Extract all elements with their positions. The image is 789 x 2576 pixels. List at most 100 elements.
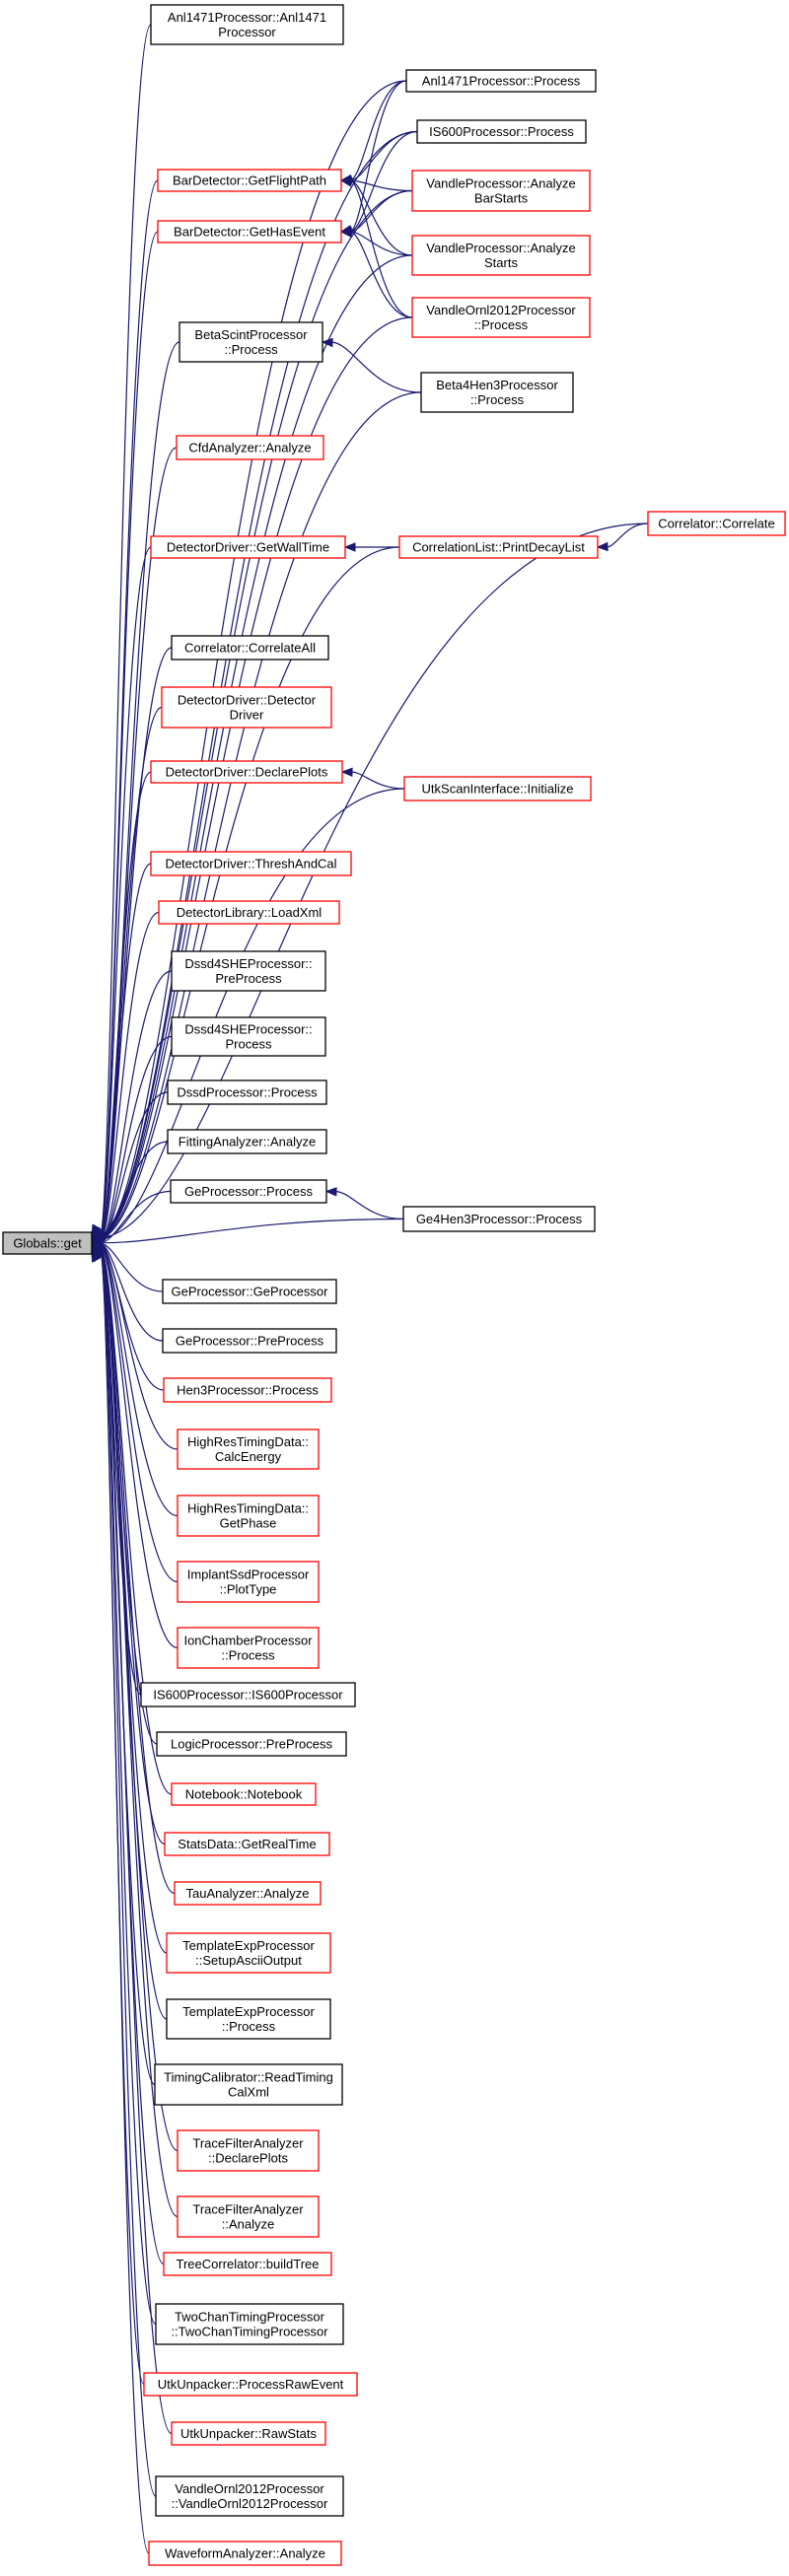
node-correlator-correlateall[interactable]: Correlator::CorrelateAll xyxy=(171,635,329,661)
node-anl1471processor-anl1471-processor[interactable]: Anl1471Processor::Anl1471Processor xyxy=(150,4,344,45)
edge-line xyxy=(100,1243,164,1342)
edge-line xyxy=(606,522,649,548)
node-label-line: VandleOrnl2012Processor xyxy=(175,2481,324,2496)
node-utkscaninterface-initialize[interactable]: UtkScanInterface::Initialize xyxy=(403,776,592,801)
node-box xyxy=(411,235,591,276)
node-betascintprocessor-process[interactable]: BetaScintProcessor::Process xyxy=(179,321,323,363)
node-cfdanalyzer-analyze[interactable]: CfdAnalyzer::Analyze xyxy=(176,435,324,460)
node-treecorrelator-buildtree[interactable]: TreeCorrelator::buildTree xyxy=(163,2252,332,2276)
node-detectordriver-getwalltime[interactable]: DetectorDriver::GetWallTime xyxy=(150,535,346,559)
node-label-line: ::Process xyxy=(222,2019,276,2034)
node-notebook-notebook[interactable]: Notebook::Notebook xyxy=(171,1782,317,1806)
node-label-line: GeProcessor::PreProcess xyxy=(176,1334,324,1349)
node-correlationlist-printdecaylist[interactable]: CorrelationList::PrintDecayList xyxy=(398,535,599,559)
edge-layer xyxy=(90,24,649,2554)
edge-n36-to-root xyxy=(90,1246,173,1795)
node-label-line: DetectorDriver::Detector xyxy=(178,693,317,708)
node-hen3processor-process[interactable]: Hen3Processor::Process xyxy=(163,1377,332,1403)
node-dssdprocessor-process[interactable]: DssdProcessor::Process xyxy=(167,1079,327,1105)
node-label-line: Dssd4SHEProcessor:: xyxy=(184,956,312,971)
node-label-line: TreeCorrelator::buildTree xyxy=(177,2257,320,2271)
node-fittinganalyzer-analyze[interactable]: FittingAnalyzer::Analyze xyxy=(167,1129,327,1154)
node-label-line: Notebook::Notebook xyxy=(185,1787,303,1802)
node-box xyxy=(647,511,786,536)
node-templateexpprocessor-process[interactable]: TemplateExpProcessor::Process xyxy=(166,1998,331,2040)
node-dssd4sheprocessor-preprocess[interactable]: Dssd4SHEProcessor::PreProcess xyxy=(171,950,326,992)
node-beta4hen3processor-process[interactable]: Beta4Hen3Processor::Process xyxy=(420,372,574,413)
node-label-line: HighResTimingData:: xyxy=(187,1434,309,1449)
edge-n10-to-root xyxy=(90,391,422,1240)
node-label-line: FittingAnalyzer::Analyze xyxy=(179,1135,316,1149)
node-utkunpacker-processrawevent[interactable]: UtkUnpacker::ProcessRawEvent xyxy=(143,2372,358,2397)
node-box xyxy=(155,2475,344,2517)
node-bardetector-getflightpath[interactable]: BarDetector::GetFlightPath xyxy=(157,169,342,192)
node-box xyxy=(402,1206,596,1232)
node-label-line: DetectorDriver::GetWallTime xyxy=(167,540,329,555)
node-geprocessor-preprocess[interactable]: GeProcessor::PreProcess xyxy=(162,1328,337,1354)
edge-n26-to-n25 xyxy=(324,1187,404,1220)
node-dssd4sheprocessor-process[interactable]: Dssd4SHEProcessor::Process xyxy=(171,1016,326,1057)
node-implantssdprocessor-plottype[interactable]: ImplantSsdProcessor::PlotType xyxy=(177,1561,320,1603)
edge-line xyxy=(349,231,413,318)
node-detectorlibrary-loadxml[interactable]: DetectorLibrary::LoadXml xyxy=(158,900,340,925)
edge-line xyxy=(100,391,422,1238)
node-label-line: TemplateExpProcessor xyxy=(182,2004,315,2019)
node-label-line: PreProcess xyxy=(215,971,282,986)
edge-n4-to-n6 xyxy=(339,130,418,236)
edge-line xyxy=(100,1244,179,1517)
edge-n40-to-root xyxy=(91,1247,168,2020)
node-is600processor-process[interactable]: IS600Processor::Process xyxy=(416,119,587,144)
node-anl1471processor-process[interactable]: Anl1471Processor::Process xyxy=(405,69,597,93)
node-box xyxy=(154,2063,343,2106)
edge-n8-to-n3 xyxy=(339,177,413,318)
node-correlator-correlate[interactable]: Correlator::Correlate xyxy=(647,511,786,536)
node-label-line: Anl1471Processor::Anl1471 xyxy=(168,10,326,25)
node-twochantimingprocessor-twochantimingprocessor[interactable]: TwoChanTimingProcessor::TwoChanTimingPro… xyxy=(155,2303,344,2345)
node-highrestimingdata-getphase[interactable]: HighResTimingData::GetPhase xyxy=(177,1495,320,1537)
node-box xyxy=(171,950,326,992)
node-label-line: IS600Processor::Process xyxy=(429,124,574,139)
node-label-line: TemplateExpProcessor xyxy=(182,1938,315,1953)
edge-line xyxy=(349,231,413,256)
node-label-line: Ge4Hen3Processor::Process xyxy=(416,1212,583,1226)
node-ionchamberprocessor-process[interactable]: IonChamberProcessor::Process xyxy=(177,1627,320,1669)
node-geprocessor-geprocessor[interactable]: GeProcessor::GeProcessor xyxy=(162,1279,337,1304)
node-utkunpacker-rawstats[interactable]: UtkUnpacker::RawStats xyxy=(171,2421,326,2446)
node-label-line: ::Process xyxy=(470,392,525,407)
node-label-line: WaveformAnalyzer::Analyze xyxy=(165,2546,325,2561)
arrowhead xyxy=(340,767,353,778)
node-logicprocessor-preprocess[interactable]: LogicProcessor::PreProcess xyxy=(156,1731,347,1757)
edge-line xyxy=(100,1091,169,1243)
node-statsdata-getrealtime[interactable]: StatsData::GetRealTime xyxy=(164,1832,330,1856)
node-is600processor-is600processor[interactable]: IS600Processor::IS600Processor xyxy=(140,1682,356,1707)
edge-line xyxy=(100,546,152,1239)
node-label-line: BarDetector::GetFlightPath xyxy=(173,174,326,188)
node-vandleornl2012processor-vandleornl2012processor[interactable]: VandleOrnl2012Processor::VandleOrnl2012P… xyxy=(155,2475,344,2517)
edge-line xyxy=(334,1190,404,1220)
node-detectordriver-detector-driver[interactable]: DetectorDriver::DetectorDriver xyxy=(161,686,332,729)
node-detectordriver-threshandcal[interactable]: DetectorDriver::ThreshAndCal xyxy=(150,851,352,876)
node-label-line: TraceFilterAnalyzer xyxy=(192,2202,304,2217)
node-tauanalyzer-analyze[interactable]: TauAnalyzer::Analyze xyxy=(174,1881,322,1906)
root-node[interactable]: Globals::get xyxy=(2,1231,93,1255)
node-templateexpprocessor-setupasciioutput[interactable]: TemplateExpProcessor::SetupAsciiOutput xyxy=(166,1932,331,1974)
node-bardetector-gethasevent[interactable]: BarDetector::GetHasEvent xyxy=(157,220,342,244)
node-label-line: ::Process xyxy=(221,1648,275,1663)
node-detectordriver-declareplots[interactable]: DetectorDriver::DeclarePlots xyxy=(150,760,343,784)
node-box xyxy=(156,1731,347,1757)
node-waveformanalyzer-analyze[interactable]: WaveformAnalyzer::Analyze xyxy=(148,2541,342,2566)
node-tracefilteranalyzer-analyze[interactable]: TraceFilterAnalyzer::Analyze xyxy=(177,2195,320,2238)
node-box xyxy=(157,220,342,244)
node-highrestimingdata-calcenergy[interactable]: HighResTimingData::CalcEnergy xyxy=(177,1428,320,1470)
node-label-line: TimingCalibrator::ReadTiming xyxy=(164,2070,333,2085)
node-label-line: GeProcessor::Process xyxy=(184,1184,314,1199)
edge-n26-to-root xyxy=(90,1218,404,1248)
node-ge4hen3processor-process[interactable]: Ge4Hen3Processor::Process xyxy=(402,1206,596,1232)
node-box xyxy=(174,1881,322,1906)
node-tracefilteranalyzer-declareplots[interactable]: TraceFilterAnalyzer::DeclarePlots xyxy=(177,2129,320,2172)
node-geprocessor-process[interactable]: GeProcessor::Process xyxy=(170,1179,327,1204)
node-vandleornl2012processor-process[interactable]: VandleOrnl2012Processor::Process xyxy=(411,297,591,338)
